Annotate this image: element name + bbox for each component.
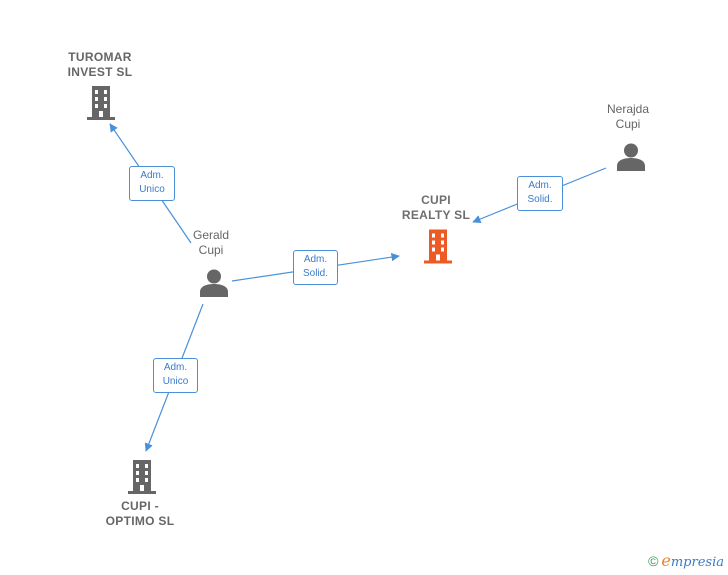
node-label-cupi-realty[interactable]: CUPI REALTY SL: [401, 193, 471, 222]
edge-label-gerald-optimo: Adm. Unico: [153, 358, 198, 393]
brand-logo[interactable]: ©empresia: [648, 551, 724, 570]
edge-label-gerald-realty: Adm. Solid.: [293, 250, 338, 285]
person-icon[interactable]: [199, 268, 229, 298]
copyright-symbol: ©: [648, 553, 659, 569]
brand-name: mpresia: [670, 555, 724, 570]
edge-label-gerald-turomar: Adm. Unico: [129, 166, 175, 201]
node-label-gerald[interactable]: Gerald Cupi: [192, 228, 230, 257]
node-label-nerajda[interactable]: Nerajda Cupi: [606, 102, 650, 131]
edge-label-nerajda-realty: Adm. Solid.: [517, 176, 563, 211]
node-label-turomar[interactable]: TUROMAR INVEST SL: [67, 50, 133, 79]
node-label-cupi-optimo[interactable]: CUPI - OPTIMO SL: [105, 499, 175, 528]
brand-initial: e: [661, 551, 671, 570]
person-icon[interactable]: [616, 142, 646, 172]
building-icon-focus[interactable]: [422, 229, 454, 264]
building-icon[interactable]: [126, 460, 158, 494]
building-icon[interactable]: [85, 86, 117, 120]
